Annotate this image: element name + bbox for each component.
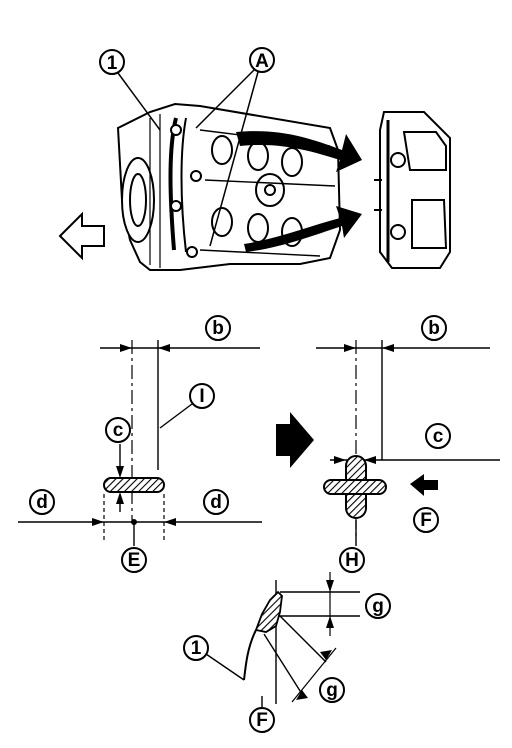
callout-label-d-left: d [36, 492, 48, 513]
callout-label-b-right: b [428, 318, 440, 339]
callout-label-d-right: d [210, 492, 222, 513]
callout-label-b-left: b [212, 318, 224, 339]
bead-diagram-e [18, 340, 262, 546]
callout-1-top [99, 49, 161, 131]
outline-arrow-left-icon [58, 211, 105, 261]
engine-illustration [116, 102, 342, 271]
cover-side-view [374, 111, 451, 269]
black-solid-arrow-icon [276, 412, 314, 468]
callout-label-1-bottom: 1 [191, 638, 202, 659]
callout-label-a: A [255, 51, 269, 72]
callout-label-1-top: 1 [107, 53, 118, 74]
callout-label-i: I [199, 386, 204, 407]
bead-diagram-h [316, 340, 500, 546]
callout-label-c-right: c [433, 426, 444, 447]
black-curved-arrow-icon [236, 131, 362, 252]
callout-label-c-left: c [113, 420, 124, 441]
callout-a [195, 47, 275, 247]
bead-profile [205, 572, 360, 708]
callout-label-h: H [345, 550, 359, 571]
callout-label-f-mid: F [420, 510, 432, 531]
callout-label-g-top: g [372, 596, 384, 617]
callout-label-g-bottom: g [326, 680, 338, 701]
callout-label-f-bottom: F [256, 710, 268, 731]
callout-label-e: E [128, 550, 141, 571]
black-solid-arrow-icon-small [410, 474, 438, 496]
